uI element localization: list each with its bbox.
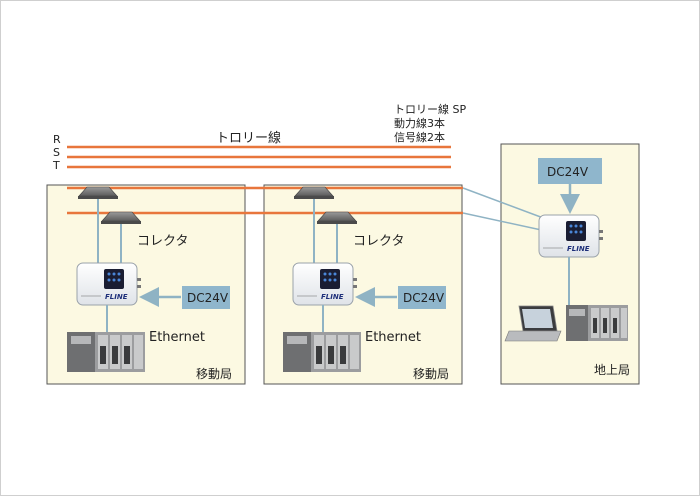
phase-label-r: R: [53, 133, 61, 146]
plc-rack-icon: [566, 305, 628, 341]
power-label: DC24V: [403, 291, 445, 305]
plc-rack-icon: [283, 332, 361, 372]
collector-shoe-icon: [294, 186, 357, 224]
collector-label: コレクタ: [137, 234, 188, 249]
plc-rack-icon: [67, 332, 145, 372]
device-brand: FLINE: [567, 245, 590, 253]
fline-modem-icon: FLINE: [76, 262, 141, 306]
ground-link-lines: [462, 187, 547, 232]
power-supply-box: [182, 286, 230, 309]
ethernet-label: Ethernet: [365, 330, 421, 345]
power-label: DC24V: [187, 291, 229, 305]
fline-modem-icon: FLINE: [538, 214, 603, 258]
fline-modem-icon: FLINE: [292, 262, 357, 306]
phase-label-t: T: [52, 159, 60, 172]
power-label: DC24V: [547, 165, 589, 179]
spec-line-1: トロリー線 SP: [394, 102, 466, 116]
laptop-icon: [504, 305, 562, 342]
mobile-station-2: コレクタ FLINE DC24V Ethernet: [283, 186, 449, 381]
trolley-line-label: トロリー線: [216, 130, 281, 146]
ground-station: DC24V FLINE: [504, 158, 630, 377]
ethernet-label: Ethernet: [149, 330, 205, 345]
collector-label: コレクタ: [353, 234, 404, 249]
spec-line-3: 信号線2本: [394, 130, 445, 144]
collector-shoe-icon: [78, 186, 141, 224]
station-name: 移動局: [196, 367, 232, 381]
device-brand: FLINE: [321, 293, 344, 301]
phase-label-s: S: [53, 146, 60, 159]
station-name: 移動局: [413, 367, 449, 381]
power-supply-box: [398, 286, 446, 309]
device-brand: FLINE: [105, 293, 128, 301]
station-name: 地上局: [594, 363, 630, 377]
trolley-main-lines: [67, 145, 451, 169]
mobile-station-1: コレクタ FLINE DC24V Ethernet: [67, 186, 232, 381]
spec-line-2: 動力線3本: [394, 116, 445, 130]
power-supply-box: [538, 158, 602, 184]
